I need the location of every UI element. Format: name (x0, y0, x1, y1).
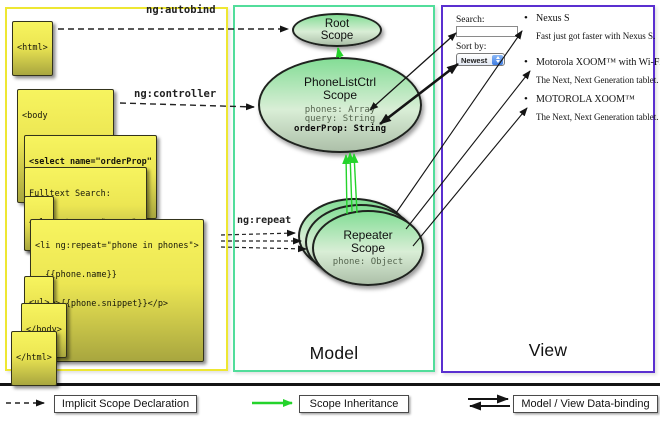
repeater-scope-ellipse: Repeater Scope phone: Object (312, 210, 424, 286)
code-box-html-open: <html> (12, 21, 53, 76)
root-scope-title2: Scope (320, 30, 354, 42)
code-line: {{phone.name}} (35, 269, 117, 280)
code-line: Fulltext Search: (29, 188, 111, 199)
sort-select-dropdown[interactable]: Newest (456, 53, 505, 66)
repeater-prop-phone: phone: Object (332, 256, 404, 267)
legend-scope-inheritance: Scope Inheritance (299, 395, 409, 413)
legend-separator (0, 383, 660, 386)
code-line: <p>{{phone.snippet}}</p> (35, 299, 169, 310)
code-line: <html> (17, 42, 48, 53)
sort-select-value: Newest (461, 56, 488, 65)
code-line: <select name="orderProp" (29, 156, 152, 167)
plc-prop-orderprop: orderProp: String (293, 123, 387, 134)
code-line: </html> (16, 352, 52, 363)
ng-repeat-label: ng:repeat (237, 215, 292, 226)
search-label: Search: (456, 15, 485, 25)
plc-prop-phones: phones: Array (304, 104, 376, 115)
plc-scope-title2: Scope (322, 87, 358, 102)
repeater-scope-title2: Scope (350, 240, 386, 255)
dropdown-stepper-icon (492, 55, 503, 65)
view-item-desc: The Next, Next Generation tablet. (536, 112, 659, 122)
view-item-title: Nexus S (524, 12, 658, 24)
legend-implicit-scope: Implicit Scope Declaration (54, 395, 197, 413)
ng-autobind-label: ng:autobind (146, 4, 216, 16)
view-item-title: MOTOROLA XOOM™ (524, 93, 658, 105)
code-line: <li ng:repeat="phone in phones"> (35, 240, 199, 251)
root-scope-ellipse: Root Scope (292, 13, 382, 47)
ng-controller-label: ng:controller (134, 88, 217, 100)
code-line: <ul> (29, 298, 49, 309)
model-column-label: Model (309, 343, 359, 363)
repeater-scope-title: Repeater (343, 227, 393, 242)
plc-scope-title: PhoneListCtrl (303, 74, 377, 89)
view-column-label: View (528, 340, 568, 360)
code-line: <body (22, 110, 48, 121)
view-item-desc: Fast just got faster with Nexus S. (536, 31, 656, 41)
view-item-title: Motorola XOOM™ with Wi-Fi (524, 56, 660, 68)
phonelistctrl-scope-ellipse: PhoneListCtrl Scope phones: Array query:… (258, 57, 422, 153)
plc-prop-query: query: String (304, 114, 376, 125)
search-input[interactable] (456, 26, 518, 37)
code-line: </body> (26, 324, 62, 335)
legend-data-binding: Model / View Data-binding (513, 395, 658, 413)
code-box-html-close: </html> (11, 331, 57, 386)
view-item-desc: The Next, Next Generation tablet. (536, 75, 659, 85)
root-scope-title: Root (324, 17, 350, 30)
sort-by-label: Sort by: (456, 42, 487, 52)
